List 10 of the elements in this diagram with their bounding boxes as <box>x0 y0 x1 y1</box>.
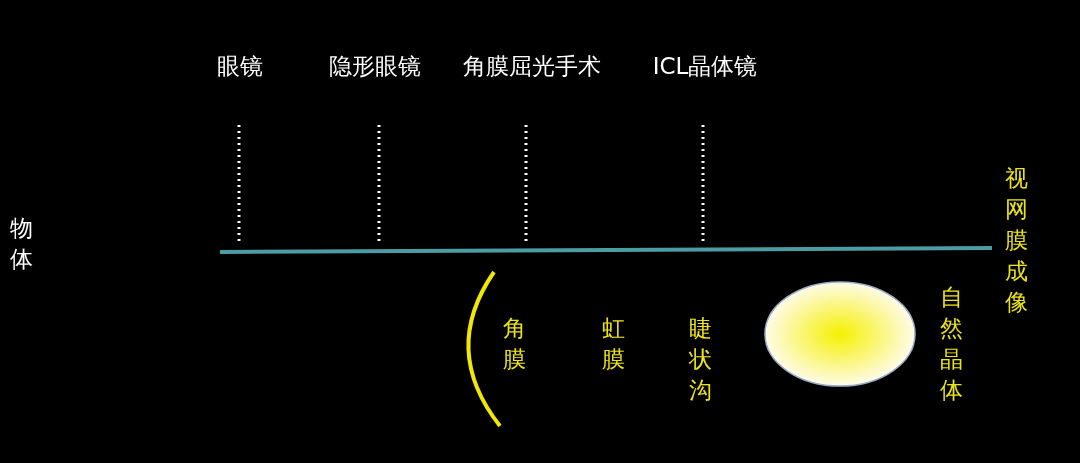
lens-label: 隐形眼镜 <box>329 55 421 78</box>
anatomy-label: 自然晶体 <box>940 283 964 405</box>
surgery-label: 角膜屈光手术 <box>463 55 601 78</box>
anatomy-label: 虹膜 <box>602 314 626 374</box>
lens-label: 眼镜 <box>217 55 263 78</box>
object-label: 物体 <box>10 214 34 274</box>
lens-label: ICL晶体镜 <box>652 55 758 78</box>
anatomy-label: 角膜 <box>503 314 527 374</box>
anatomy-label: 睫状沟 <box>689 314 713 405</box>
retina-label: 视网膜成像 <box>1005 164 1029 317</box>
